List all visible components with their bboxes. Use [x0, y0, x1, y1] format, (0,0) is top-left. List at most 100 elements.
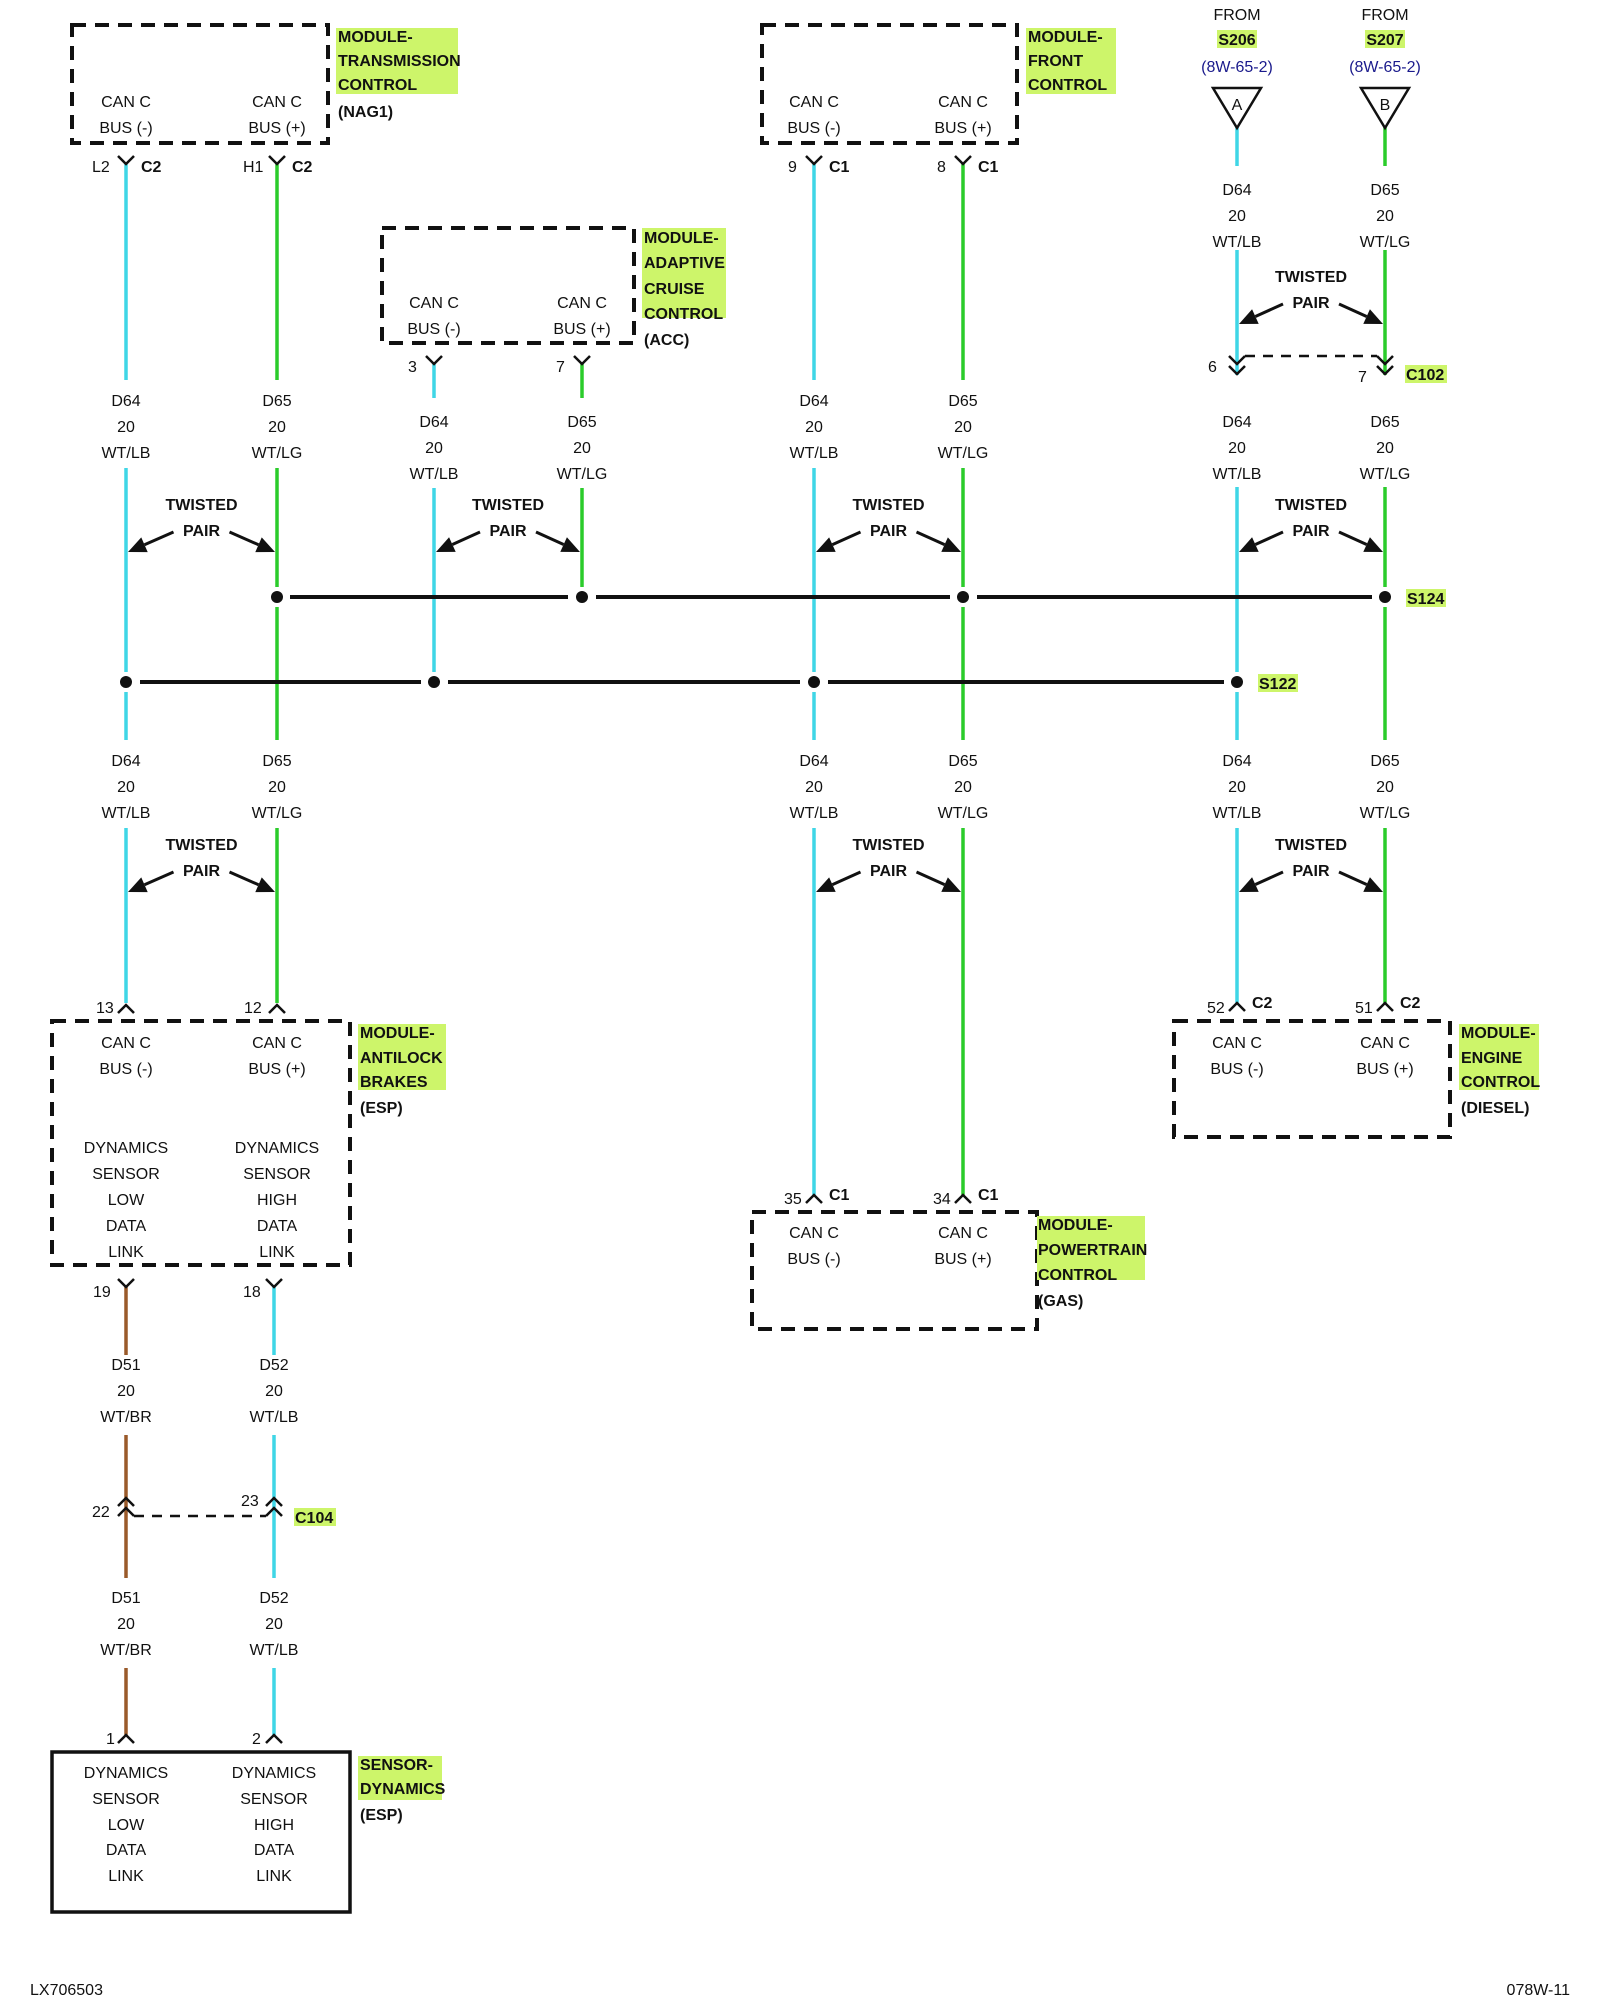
from-s206[interactable]: FROM S206 (8W-65-2) A — [1201, 7, 1273, 131]
module-title: ANTILOCK — [360, 1050, 443, 1067]
pin-number: 18 — [243, 1284, 261, 1301]
svg-text:20: 20 — [1376, 440, 1394, 457]
svg-text:D64: D64 — [419, 414, 448, 431]
svg-text:D64: D64 — [111, 393, 140, 410]
module-subtitle: (ESP) — [360, 1807, 403, 1824]
pin-function: SENSOR — [240, 1791, 308, 1808]
pin-number: L2 — [92, 159, 110, 176]
svg-text:20: 20 — [117, 1616, 135, 1633]
module-subtitle: (DIESEL) — [1461, 1100, 1529, 1117]
module-title: CONTROL — [644, 306, 723, 323]
connector-label: C1 — [829, 159, 850, 176]
pin-function: DATA — [106, 1218, 147, 1235]
pin-male-icon — [117, 1278, 135, 1289]
pin-function: CAN C — [1212, 1035, 1262, 1052]
pin-male-icon — [268, 155, 286, 166]
pin-function: SENSOR — [92, 1166, 160, 1183]
svg-text:WT/BR: WT/BR — [100, 1642, 152, 1659]
pin-function: HIGH — [257, 1192, 297, 1209]
connector-c104[interactable]: 22 23 C104 — [92, 1493, 336, 1527]
svg-text:WT/LB: WT/LB — [102, 805, 151, 822]
svg-text:WT/LB: WT/LB — [1213, 466, 1262, 483]
pin-function: LINK — [108, 1244, 144, 1261]
module-title: CONTROL — [1038, 1267, 1117, 1284]
pin-function: BUS (+) — [248, 120, 305, 137]
pin-number: 8 — [937, 159, 946, 176]
splice-label-s122: S122 — [1259, 676, 1296, 693]
pin-male-icon — [573, 355, 591, 366]
twisted-label: TWISTED — [1275, 269, 1347, 286]
connector-label: C102 — [1406, 367, 1444, 384]
twisted-label: TWISTED — [1275, 837, 1347, 854]
module-title: MODULE- — [1038, 1217, 1113, 1234]
page-ref-link[interactable]: (8W-65-2) — [1201, 59, 1273, 76]
svg-text:WT/LB: WT/LB — [790, 445, 839, 462]
module-front-control[interactable]: MODULE- FRONT CONTROL CAN C BUS (-) CAN … — [760, 23, 1116, 176]
pin-function: CAN C — [101, 94, 151, 111]
pin-function: CAN C — [557, 295, 607, 312]
module-transmission-control[interactable]: MODULE- TRANSMISSION CONTROL (NAG1) CAN … — [70, 23, 461, 176]
twisted-label: TWISTED — [1275, 497, 1347, 514]
arrow-icon — [1338, 870, 1383, 892]
from-label: FROM — [1361, 7, 1408, 24]
svg-text:20: 20 — [805, 419, 823, 436]
pin-number: 9 — [788, 159, 797, 176]
connector-label: C2 — [141, 159, 162, 176]
splice-dot — [576, 591, 588, 603]
sensor-dynamics[interactable]: 1 2 SENSOR- DYNAMICS (ESP) DYNAMICS SENS… — [50, 1731, 446, 1914]
svg-text:20: 20 — [1228, 208, 1246, 225]
svg-text:20: 20 — [1376, 779, 1394, 796]
connector-c102[interactable]: 6 7 C102 — [1208, 354, 1447, 386]
splice-dot — [957, 591, 969, 603]
module-powertrain-control[interactable]: 35 C1 34 C1 MODULE- POWERTRAIN CONTROL (… — [750, 1187, 1147, 1331]
svg-text:WT/LB: WT/LB — [1213, 234, 1262, 251]
from-s207[interactable]: FROM S207 (8W-65-2) B — [1349, 7, 1421, 131]
connector-label: C1 — [829, 1187, 850, 1204]
pin-function: CAN C — [252, 1035, 302, 1052]
module-subtitle: (GAS) — [1038, 1293, 1083, 1310]
off-page-connector-icon — [1358, 86, 1412, 131]
splice-ref: S207 — [1366, 32, 1403, 49]
module-adaptive-cruise-control[interactable]: MODULE- ADAPTIVE CRUISE CONTROL (ACC) CA… — [380, 226, 726, 376]
svg-text:D65: D65 — [262, 393, 291, 410]
module-title: ADAPTIVE — [644, 255, 725, 272]
twisted-label: TWISTED — [472, 497, 544, 514]
svg-text:WT/LG: WT/LG — [557, 466, 608, 483]
svg-text:20: 20 — [268, 419, 286, 436]
svg-text:WT/LB: WT/LB — [250, 1409, 299, 1426]
svg-text:20: 20 — [268, 779, 286, 796]
module-title: BRAKES — [360, 1074, 428, 1091]
pin-male-icon — [117, 155, 135, 166]
pair-label: PAIR — [183, 863, 220, 880]
arrow-icon — [915, 870, 961, 892]
wires — [124, 125, 1387, 1735]
pin-function: CAN C — [789, 94, 839, 111]
splice-dot — [1231, 676, 1243, 688]
pin-number: 12 — [244, 1000, 262, 1017]
svg-text:20: 20 — [954, 779, 972, 796]
pin-number: 3 — [408, 359, 417, 376]
splice-label-s124: S124 — [1407, 591, 1444, 608]
svg-text:WT/LG: WT/LG — [252, 805, 303, 822]
svg-text:D64: D64 — [111, 753, 140, 770]
module-antilock-brakes[interactable]: 13 12 MODULE- ANTILOCK BRAKES (ESP) CAN … — [50, 1000, 446, 1301]
module-engine-control[interactable]: 52 C2 51 C2 MODULE- ENGINE CONTROL (DIES… — [1172, 995, 1540, 1139]
pin-function: LINK — [108, 1868, 144, 1885]
connector-label: C2 — [1400, 995, 1421, 1012]
page-ref-link[interactable]: (8W-65-2) — [1349, 59, 1421, 76]
module-title: SENSOR- — [360, 1757, 433, 1774]
connector-label: C1 — [978, 1187, 999, 1204]
from-label: FROM — [1213, 7, 1260, 24]
pin-function: BUS (+) — [248, 1061, 305, 1078]
svg-text:20: 20 — [573, 440, 591, 457]
pin-function: BUS (-) — [787, 120, 840, 137]
module-subtitle: (ACC) — [644, 332, 689, 349]
pin-function: CAN C — [789, 1225, 839, 1242]
pin-male-icon — [425, 355, 443, 366]
svg-text:D64: D64 — [799, 393, 828, 410]
svg-text:20: 20 — [117, 1383, 135, 1400]
